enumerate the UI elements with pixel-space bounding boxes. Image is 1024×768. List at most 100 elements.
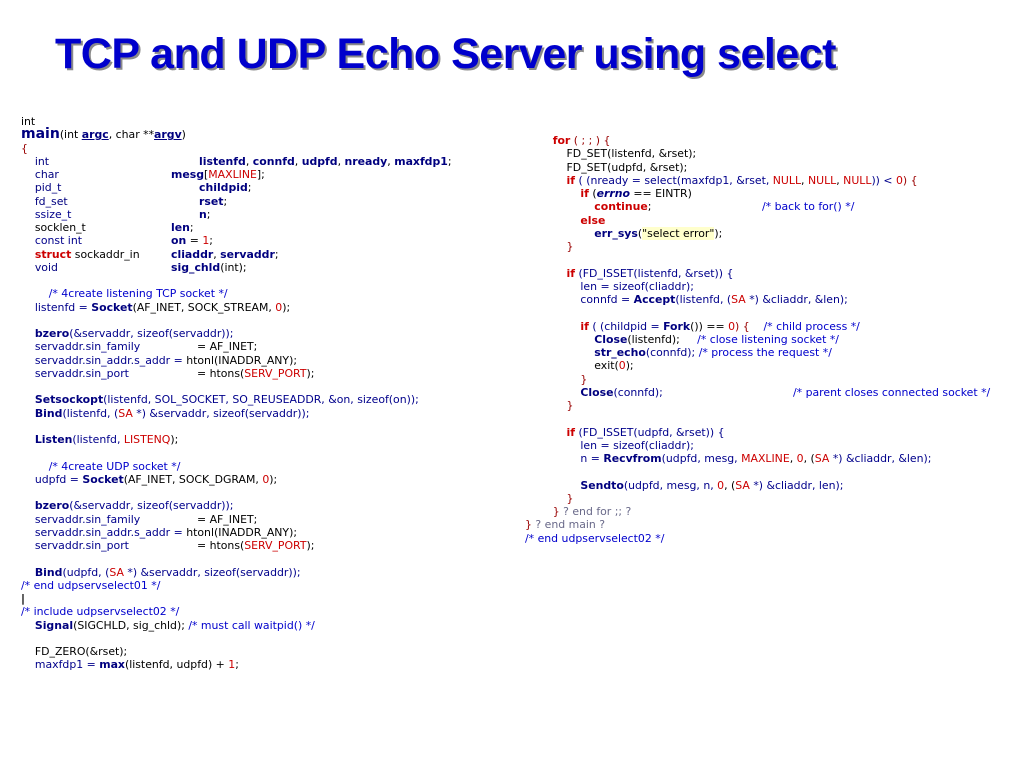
code-token: *) &cliaddr, &len); (745, 293, 848, 306)
code-token (525, 200, 594, 213)
code-token: NULL (772, 173, 802, 187)
code-line: maxfdp1 = max(listenfd, udpfd) + 1; (21, 658, 419, 671)
code-token: )) < (871, 173, 896, 187)
code-token: (udpfd, mesg, (661, 452, 742, 465)
code-token: Recvfrom (603, 452, 662, 465)
code-line: /* 4create UDP socket */ (21, 460, 419, 473)
code-token: , (836, 173, 844, 187)
code-token: 1 (228, 658, 236, 672)
code-token: if (566, 425, 576, 439)
code-line: str_echo(connfd); /* process the request… (525, 346, 931, 359)
code-line: len = sizeof(cliaddr); (525, 439, 931, 452)
code-token: /* 4create listening TCP socket */ (21, 287, 228, 301)
code-token (21, 393, 35, 406)
code-line (21, 552, 419, 565)
code-aligned-group: on = 1; (171, 234, 213, 247)
code-line: servaddr.sin_family= AF_INET; (21, 513, 419, 526)
code-line: Setsockopt(listenfd, SOL_SOCKET, SO_REUS… (21, 393, 419, 406)
code-token: listenfd = (21, 300, 92, 314)
code-aligned-group: listenfd, connfd, udpfd, nready, maxfdp1… (199, 155, 452, 168)
code-line: servaddr.sin_family= AF_INET; (21, 340, 419, 353)
code-token: /* end udpservselect02 */ (525, 531, 665, 545)
code-aligned-group: = htons(SERV_PORT); (197, 367, 314, 380)
code-token: bzero (34, 327, 70, 340)
code-line: int listenfd, connfd, udpfd, nready, maxf… (21, 154, 452, 168)
code-token (525, 426, 567, 439)
code-token: ; (447, 154, 452, 168)
code-aligned-group: childpid; (199, 181, 251, 194)
code-token: /* parent closes connected socket */ (793, 385, 991, 399)
code-token: ; (235, 658, 239, 672)
code-token (525, 320, 580, 333)
code-token (525, 386, 580, 399)
code-line: servaddr.sin_port= htons(SERV_PORT); (21, 367, 419, 380)
code-token: SA (814, 452, 830, 465)
code-token: Setsockopt (34, 393, 104, 407)
code-token: servaddr.sin_addr.s_addr = (21, 353, 187, 367)
code-line: servaddr.sin_addr.s_addr = htonl(INADDR_… (21, 526, 419, 539)
code-token: servaddr.sin_family (21, 340, 141, 354)
code-token: int (21, 154, 50, 168)
code-token: "select error" (642, 226, 715, 240)
code-line: } ? end for ;; ? (525, 505, 931, 518)
code-token: maxfdp1 = (21, 658, 100, 672)
code-token: ( ; ; ) { (570, 134, 611, 147)
code-line: /* 4create listening TCP socket */ (21, 287, 419, 300)
code-token: maxfdp1 (394, 154, 448, 168)
code-line: } ? end main ? (525, 518, 931, 531)
code-token: FD_SET(udpfd, &rset); (525, 160, 688, 174)
code-line: Signal(SIGCHLD, sig_chld); /* must call … (21, 619, 419, 632)
code-line: udpfd = Socket(AF_INET, SOCK_DGRAM, 0); (21, 473, 419, 486)
code-token: Close (594, 332, 628, 346)
code-token: ); (714, 226, 723, 240)
code-token: ); (282, 300, 291, 314)
code-aligned-group: /* parent closes connected socket */ (793, 386, 990, 399)
code-token (525, 346, 594, 359)
code-line: { (21, 142, 419, 155)
code-line: if ( (nready = select(maxfdp1, &rset, NU… (525, 174, 931, 187)
code-line: if ( (childpid = Fork()) == 0) { /* chil… (525, 320, 931, 333)
code-token: ; (209, 234, 213, 248)
code-line: Listen(listenfd, LISTENQ); (21, 433, 419, 446)
code-line: Sendto(udpfd, mesg, n, 0, (SA *) &cliadd… (525, 479, 931, 492)
code-token: main (21, 126, 60, 143)
code-token: , (387, 154, 395, 168)
code-token: /* must call waitpid() */ (188, 618, 315, 632)
code-token: Sendto (580, 478, 624, 492)
code-token: Signal (34, 618, 74, 632)
code-line: } (525, 492, 931, 505)
code-token: 0 (717, 478, 725, 492)
code-token: servaddr.sin_addr.s_addr = (21, 525, 187, 539)
code-token: ? end main ? (535, 518, 606, 532)
code-token: ; (189, 221, 194, 234)
code-line: if (errno == EINTR) (525, 187, 931, 200)
code-line: /* end udpservselect02 */ (525, 532, 931, 545)
code-token: ); (306, 539, 315, 552)
code-line: Bind(listenfd, (SA *) &servaddr, sizeof(… (21, 407, 419, 420)
code-token: , (294, 154, 302, 168)
code-token: (AF_INET, SOCK_DGRAM, (123, 472, 263, 486)
code-token (525, 214, 580, 227)
code-token: ; (647, 200, 652, 214)
code-token: rset (199, 194, 224, 208)
code-token: if (566, 173, 576, 187)
code-token: void (21, 260, 58, 274)
code-token: Socket (82, 472, 124, 486)
code-token: if (580, 319, 589, 333)
code-token: ) (181, 128, 186, 142)
code-token: listenfd (199, 154, 246, 168)
code-token: , (337, 154, 345, 168)
code-token: 0 (895, 173, 903, 187)
code-line: } (525, 373, 931, 386)
code-token: Close (580, 385, 614, 399)
code-token: childpid (199, 181, 248, 195)
code-token: (listenfd, (72, 433, 124, 446)
code-token: nready (344, 154, 388, 168)
code-token (525, 187, 580, 200)
code-token: == EINTR) (629, 187, 692, 200)
code-token: = htons( (197, 539, 245, 552)
